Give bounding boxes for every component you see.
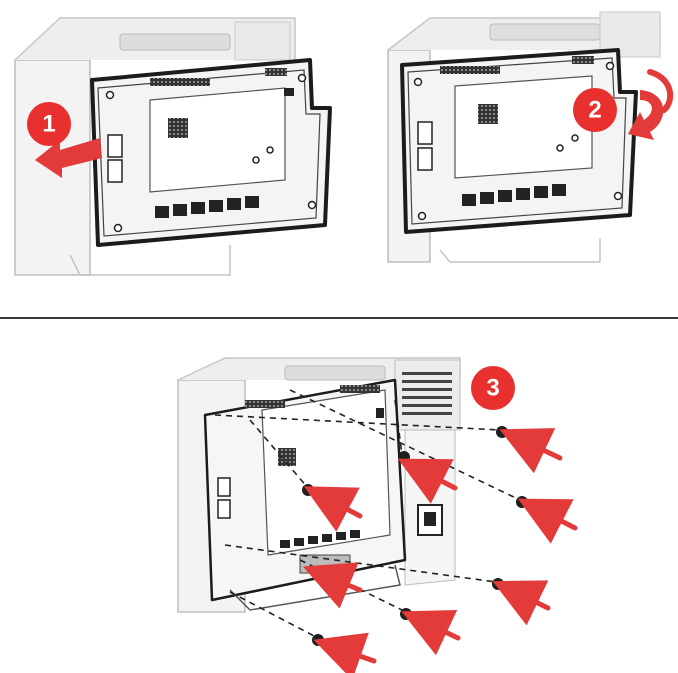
swing-out-arrow	[628, 90, 664, 140]
insert-arrow	[499, 428, 563, 474]
screw	[496, 426, 508, 438]
step-3-callout: 3	[471, 366, 515, 410]
insert-arrow	[313, 632, 377, 673]
insertion-arrows	[302, 428, 578, 673]
step-1-number: 1	[42, 111, 55, 138]
insert-arrow	[397, 458, 458, 504]
step-1-callout: 1	[27, 102, 71, 146]
step-2-illustration: 2	[387, 11, 674, 263]
screw	[302, 484, 314, 496]
port-row	[155, 196, 259, 218]
insert-arrow	[302, 562, 363, 609]
step-3-number: 3	[486, 375, 499, 402]
screw-holes	[105, 73, 317, 233]
step-2-callout: 2	[573, 88, 617, 132]
step-1-illustration: 1	[14, 17, 332, 276]
screw	[516, 496, 528, 508]
screw	[400, 608, 412, 620]
insert-arrow	[401, 610, 461, 656]
screw	[492, 578, 504, 590]
step-3-illustration: 3	[177, 357, 578, 673]
insert-arrow	[492, 580, 551, 626]
step-2-number: 2	[588, 97, 601, 124]
insert-arrow	[303, 486, 363, 532]
insert-arrow	[517, 498, 578, 544]
board-chip	[168, 118, 188, 138]
screw	[312, 634, 324, 646]
slide-left-arrow	[35, 138, 102, 178]
screw	[398, 451, 410, 463]
